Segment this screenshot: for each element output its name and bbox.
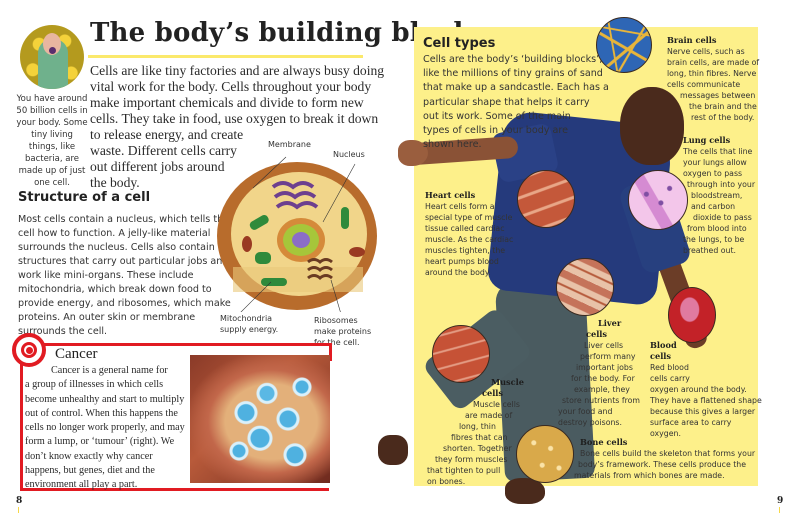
structure-paragraph: Most cells contain a nucleus, which tell… xyxy=(18,214,231,337)
lung-cells-caption: Lung cells The cells that line your lung… xyxy=(683,135,756,255)
boy-head xyxy=(620,87,684,165)
liver-cells-caption: Liver cells Liver cells perform many imp… xyxy=(558,318,640,427)
page-marker-right xyxy=(779,507,780,513)
title-underline xyxy=(88,55,363,58)
mascot-illustration xyxy=(20,25,84,89)
liver-cells-image xyxy=(556,258,614,316)
muscle-cells-caption: Muscle cells Muscle cells are made of lo… xyxy=(427,377,524,486)
boy-foot-left xyxy=(378,435,408,465)
label-membrane: Membrane xyxy=(268,140,311,149)
cell-types-intro: Cells are the body’s ‘building blocks’, … xyxy=(423,54,609,151)
cancer-paragraph: Cancer is a general name for a group of … xyxy=(25,365,185,491)
cancer-callout-box xyxy=(20,343,332,491)
blood-cells-image xyxy=(668,287,716,343)
tumour-photo xyxy=(190,355,330,483)
brain-cells-caption: Brain cells Nerve cells, such as brain c… xyxy=(667,35,760,122)
bone-cells-caption: Bone cells Bone cells build the skeleton… xyxy=(574,437,756,480)
label-nucleus: Nucleus xyxy=(333,150,365,159)
brain-cells-image xyxy=(596,17,652,73)
side-note: You have around 50 billion cells in your… xyxy=(16,94,88,188)
page-number-left: 8 xyxy=(16,496,23,506)
bone-cells-image xyxy=(516,425,574,483)
heart-cells-image xyxy=(517,170,575,228)
structure-heading: Structure of a cell xyxy=(18,190,151,205)
cell-diagram-illustration xyxy=(217,156,377,312)
lung-cells-image xyxy=(628,170,688,230)
label-mitochondria: Mitochondria supply energy. xyxy=(220,314,279,334)
page-number-right: 9 xyxy=(777,496,784,506)
cell-types-heading: Cell types xyxy=(423,36,496,51)
cancer-heading: Cancer xyxy=(55,346,98,362)
muscle-cells-image xyxy=(432,325,490,383)
blood-cells-caption: Blood cells Red blood cells carry oxygen… xyxy=(650,340,762,438)
intro-paragraph: Cells are like tiny factories and are al… xyxy=(90,63,385,190)
target-icon xyxy=(12,333,46,367)
boy-hand-left xyxy=(398,140,428,166)
heart-cells-caption: Heart cells Heart cells form a special t… xyxy=(425,190,514,277)
label-ribosomes: Ribosomes make proteins for the cell. xyxy=(314,316,372,347)
page-marker-left xyxy=(18,507,19,513)
